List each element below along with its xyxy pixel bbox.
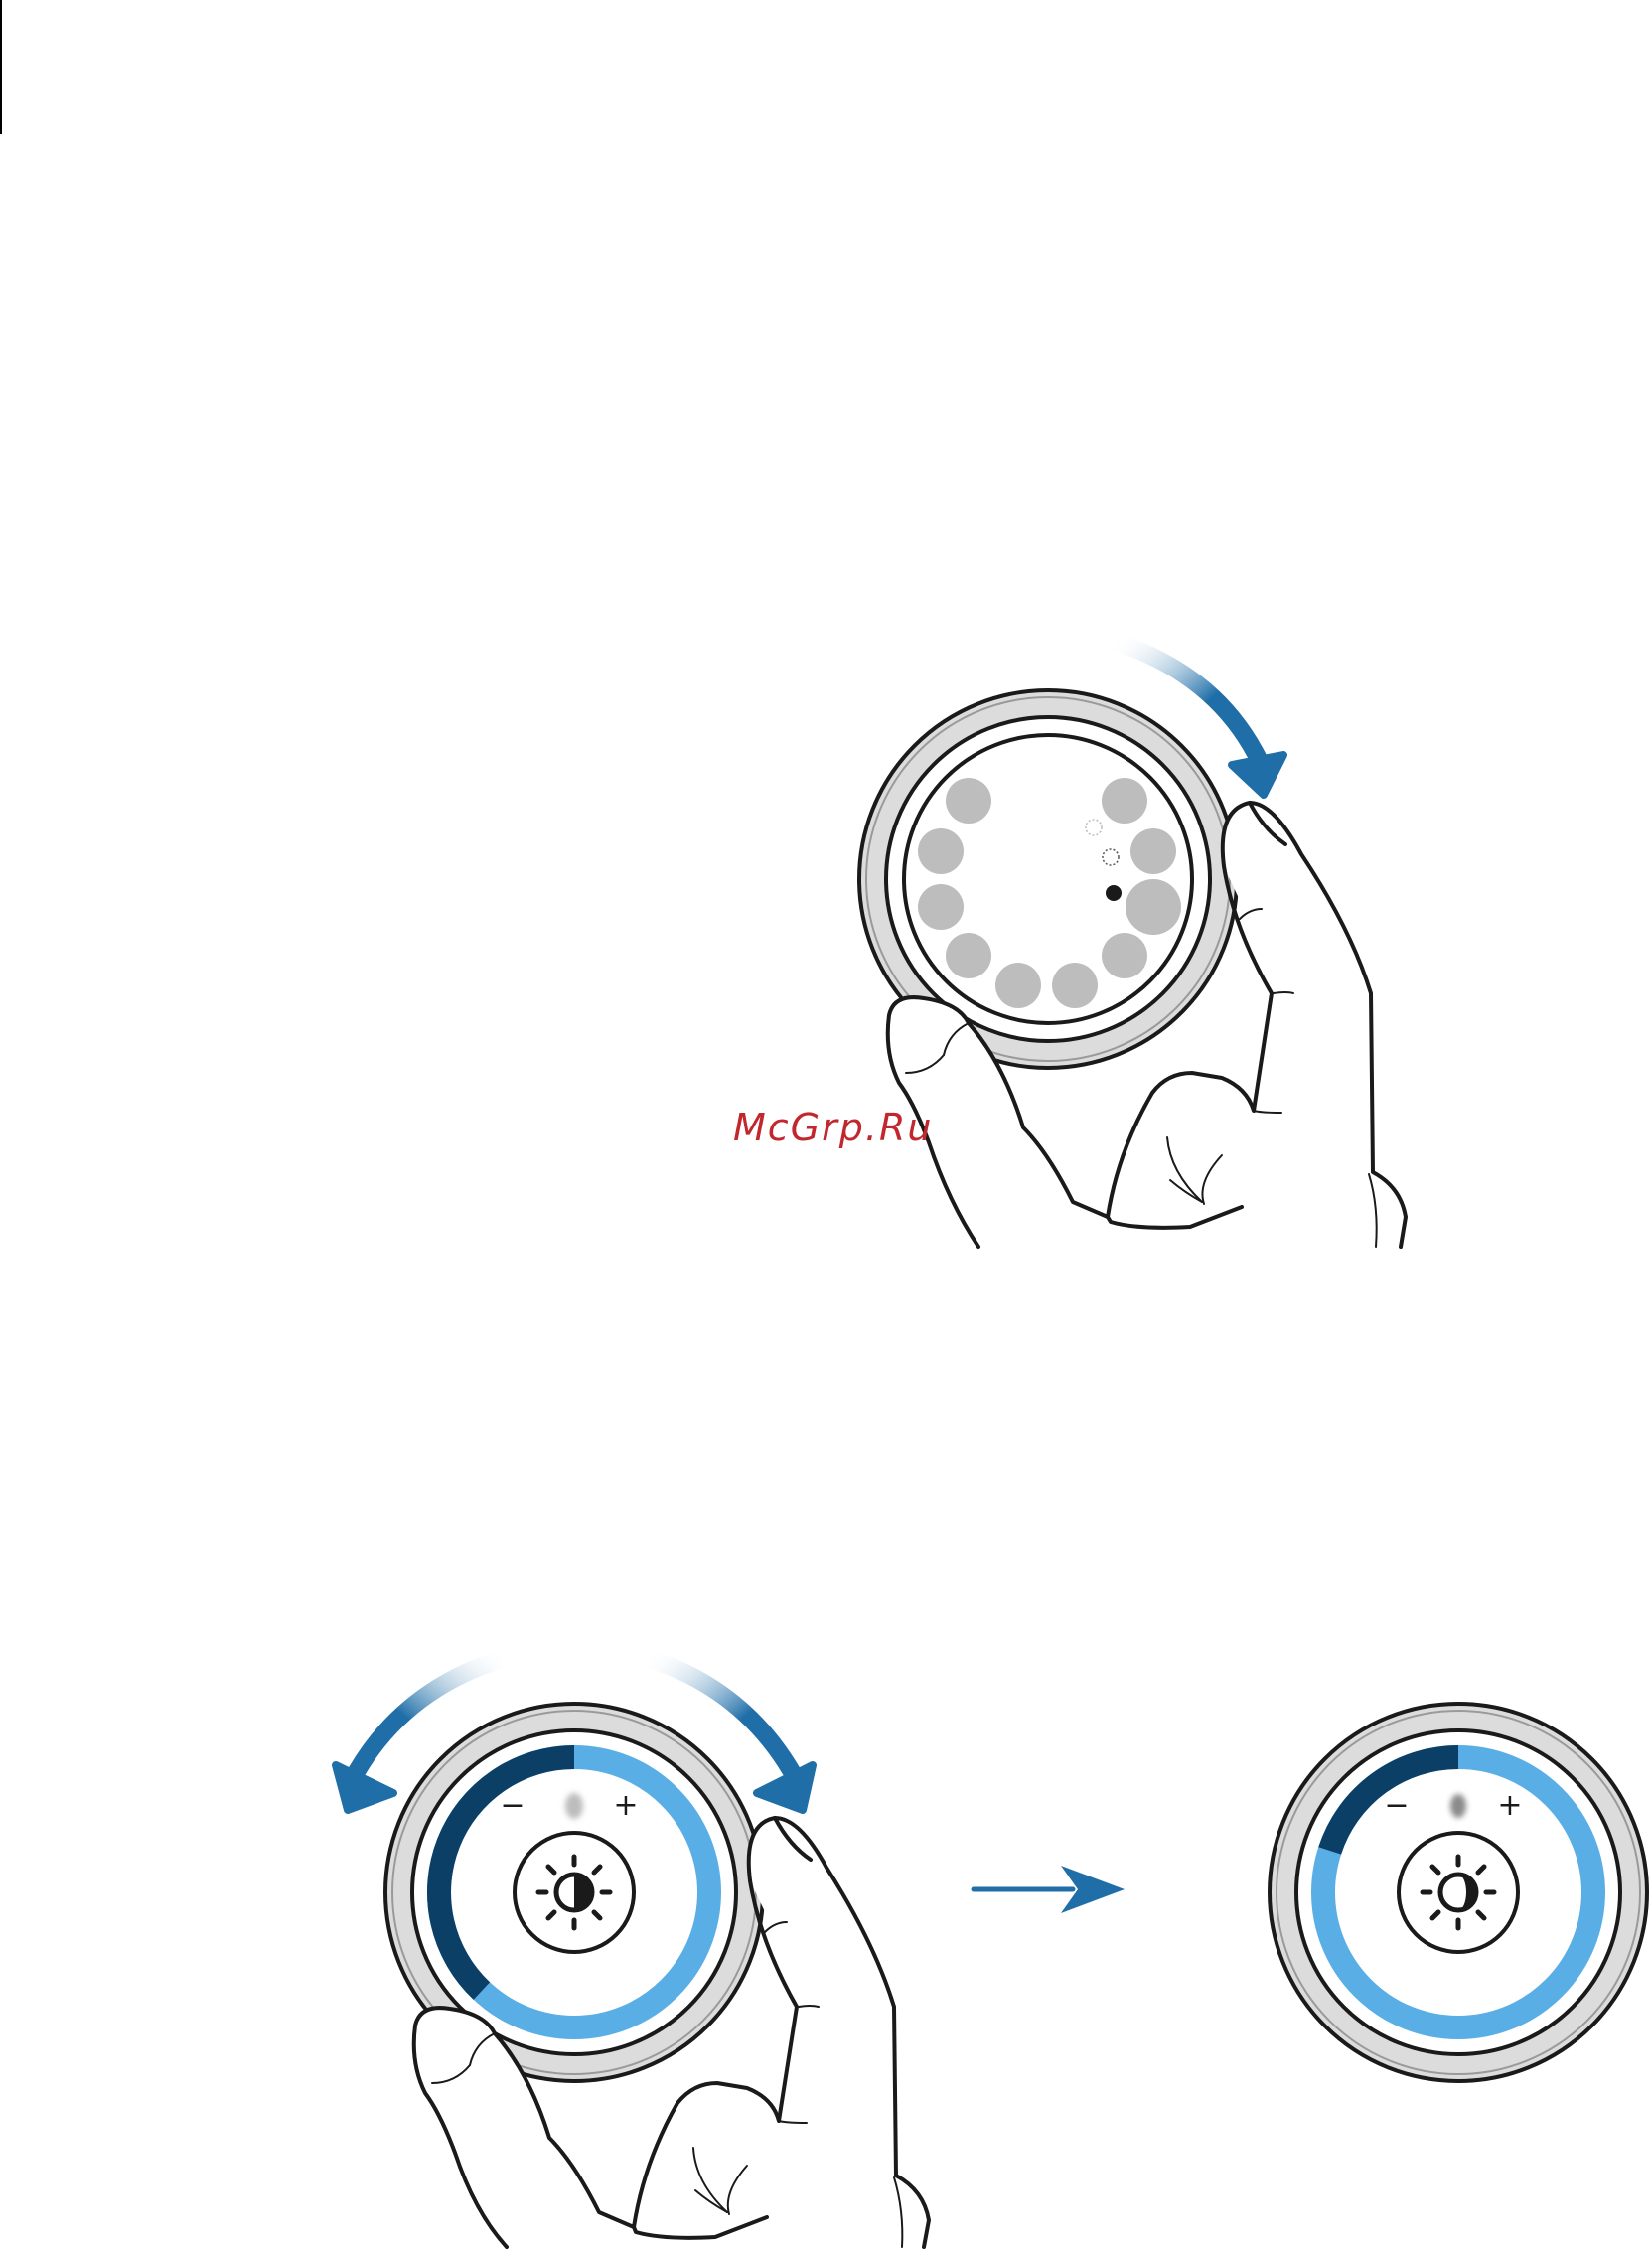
app-dot-icon [1126,879,1181,935]
watch-after: − + [1270,1704,1647,2081]
brightness-minus-button[interactable]: − [500,1788,525,1823]
app-dot-icon [1052,963,1098,1008]
app-dot-icon [946,933,991,978]
brightness-level-indicator [1450,1794,1466,1818]
brightness-minus-button[interactable]: − [1384,1788,1409,1823]
app-dot-icon [995,963,1041,1008]
app-dot-icon [918,828,964,874]
app-dot-icon [918,884,964,930]
watermark: McGrp.Ru [733,1106,933,1149]
brightness-plus-button[interactable]: + [613,1788,638,1823]
brightness-plus-button[interactable]: + [1497,1788,1522,1823]
scene-bottom: − + [336,1657,1647,2247]
app-dot-icon [1102,933,1147,978]
app-dot-icon [946,778,991,824]
page-indicator-dot-active [1106,885,1122,901]
right-arrow-icon [974,1866,1125,1913]
app-dot-icon [1130,828,1176,874]
app-dot-icon [1102,778,1147,824]
brightness-level-indicator [565,1793,583,1819]
scene-top: McGrp.Ru [733,641,1406,1247]
